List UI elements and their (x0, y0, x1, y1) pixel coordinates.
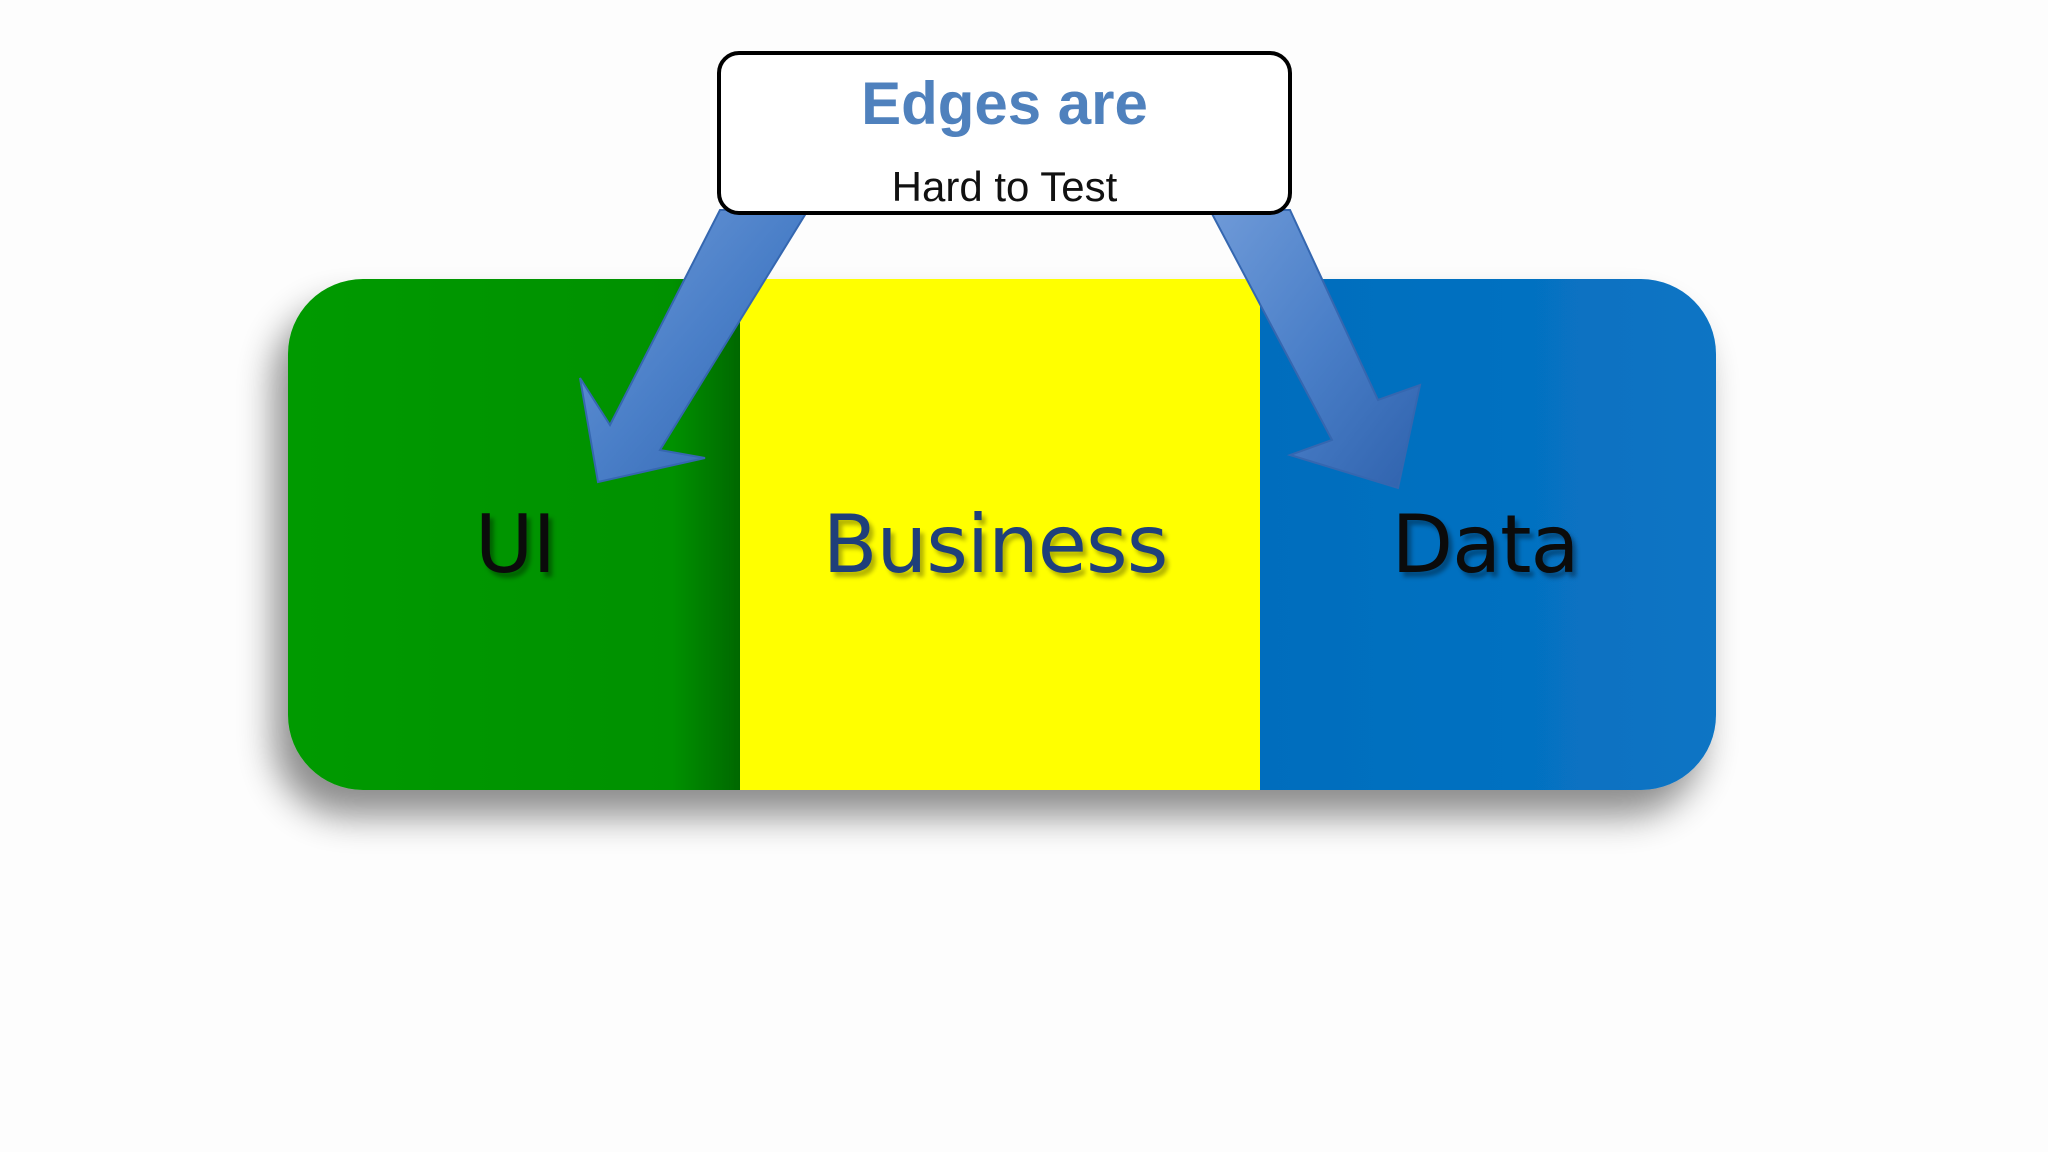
right-arrow-icon (1208, 209, 1422, 490)
ui-layer-label: UI (474, 498, 556, 591)
business-layer-label: Business (822, 498, 1169, 591)
data-layer-label: Data (1391, 498, 1579, 591)
callout-subtitle: Hard to Test (891, 163, 1118, 210)
business-layer-block (740, 279, 1260, 790)
edges-callout-box: Edges are Hard to Test (717, 51, 1292, 215)
left-arrow-icon (579, 209, 810, 484)
callout-title: Edges are (861, 70, 1148, 137)
